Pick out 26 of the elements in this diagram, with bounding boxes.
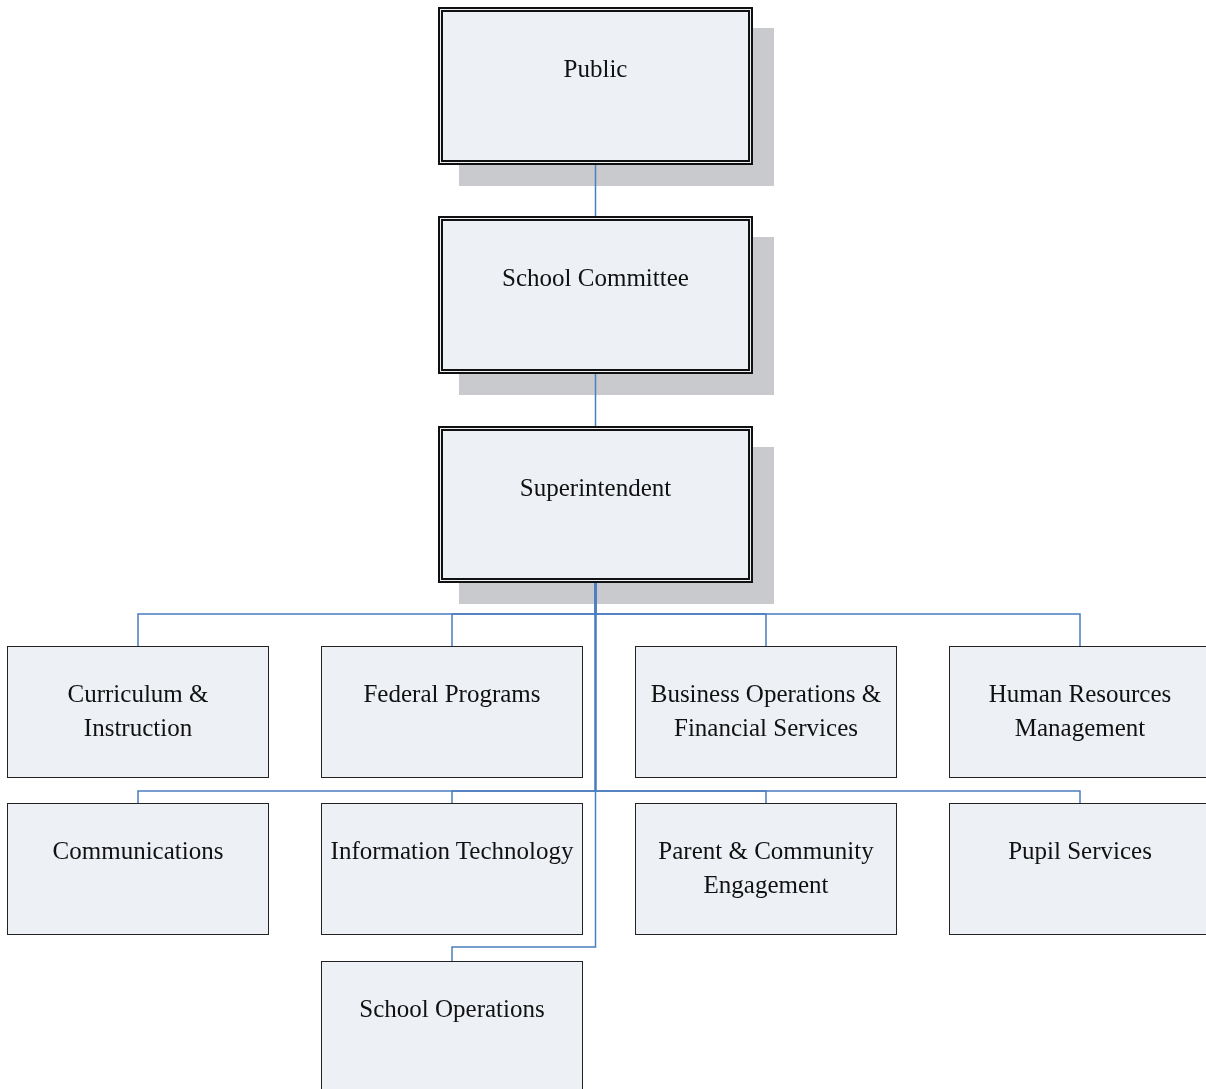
department-box <box>321 803 583 935</box>
box-label: Curriculum & Instruction <box>66 679 210 743</box>
department-box <box>321 646 583 778</box>
department-box <box>635 646 897 778</box>
org-box <box>438 7 753 165</box>
box-label: Business Operations & Financial Services <box>649 679 883 743</box>
box-label: Communications <box>52 836 224 866</box>
department-box <box>635 803 897 935</box>
department-box <box>321 961 583 1089</box>
department-box <box>7 803 269 935</box>
box-label: Human Resources Management <box>987 679 1173 743</box>
connector-line <box>594 373 597 427</box>
org-box <box>438 426 753 583</box>
box-label: Federal Programs <box>363 679 541 709</box>
box-label: School Operations <box>359 994 545 1024</box>
box-label: School Committee <box>502 263 689 293</box>
box-label: Pupil Services <box>1008 836 1152 866</box>
box-label: Information Technology <box>330 836 574 866</box>
box-label: Superintendent <box>519 473 672 503</box>
box-label: Parent & Community Engagement <box>657 836 875 900</box>
org-box <box>438 216 753 374</box>
department-box <box>949 803 1206 935</box>
department-box <box>7 646 269 778</box>
department-box <box>949 646 1206 778</box>
box-label: Public <box>563 54 628 84</box>
connector-line <box>594 164 597 217</box>
